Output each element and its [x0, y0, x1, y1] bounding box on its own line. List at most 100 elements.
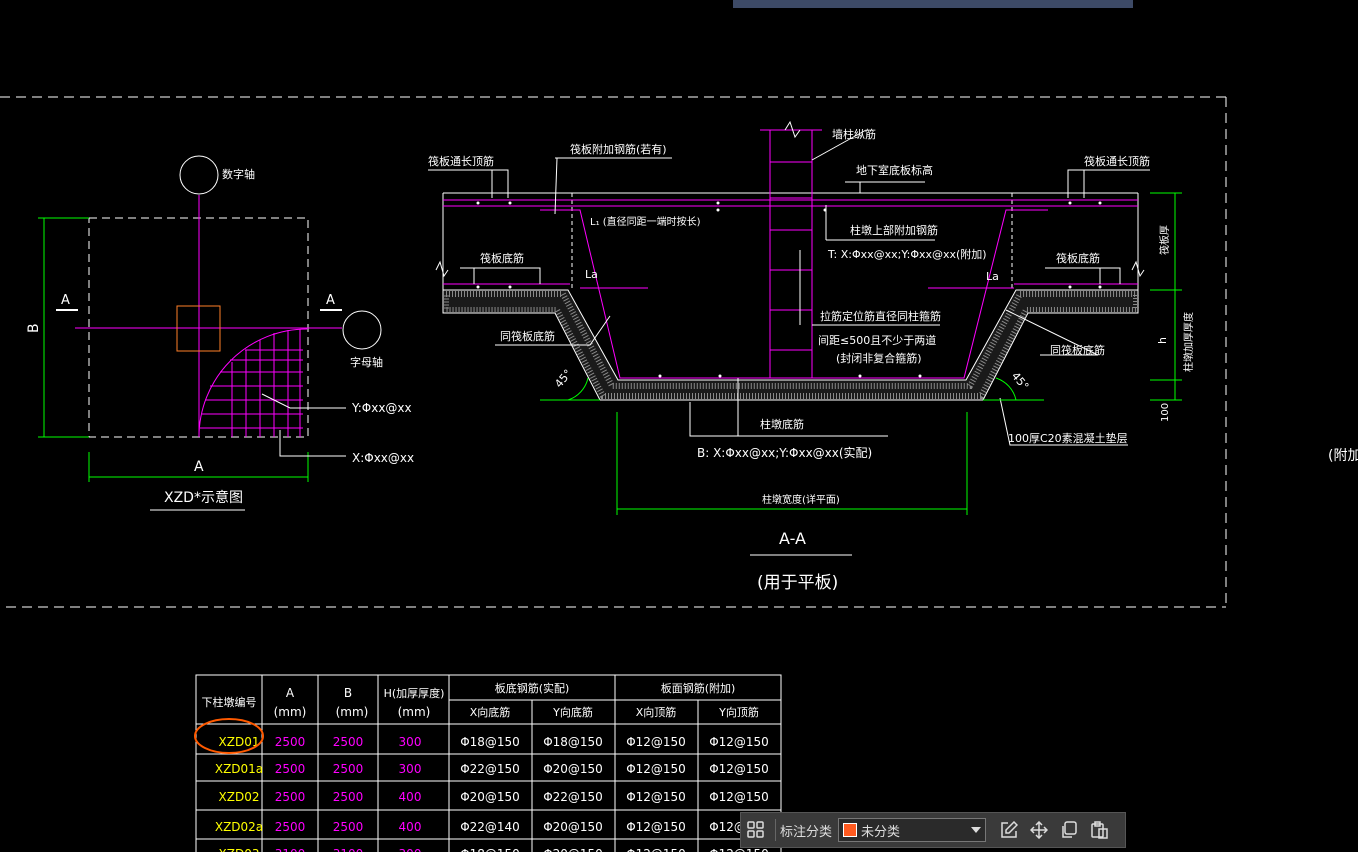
txt-pit-width: 柱墩宽度(详平面): [762, 493, 840, 506]
table-cell-b: 2500: [333, 762, 364, 776]
txt-top-rebar-spec: T: X:Φxx@xx;Y:Φxx@xx(附加): [827, 247, 987, 261]
section-title: A-A: [779, 529, 806, 548]
highlight-circle: [194, 718, 264, 754]
table-cell-yb: Φ18@150: [543, 735, 603, 749]
column-square: [176, 305, 221, 352]
txt-raft-thickness: 筏板厚: [1158, 225, 1171, 255]
classify-label: 标注分类: [780, 824, 833, 840]
hdr-y-bottom: Y向底筋: [552, 705, 593, 719]
table-cell-xt: Φ12@150: [626, 735, 686, 749]
section-mark-right: A: [326, 293, 335, 308]
txt-raft-top-long-right: 筏板通长顶筋: [1084, 154, 1150, 168]
txt-h: h: [1156, 337, 1169, 344]
table-cell-h: 400: [399, 790, 422, 804]
dim-b-label: B: [26, 323, 42, 333]
hdr-b-unit: (mm): [336, 705, 369, 719]
table-cell-a: 2500: [275, 820, 306, 834]
txt-la-note: L₁ (直径同距一端时按长): [590, 215, 701, 228]
classify-select[interactable]: 未分类: [838, 818, 987, 842]
txt-tie-rebar: 拉筋定位筋直径同柱箍筋: [820, 309, 941, 323]
txt-side-note: (附加: [1328, 448, 1358, 464]
table-cell-yb: Φ20@150: [543, 820, 603, 834]
table-cell-h: 400: [399, 820, 422, 834]
txt-la-left: La: [585, 268, 598, 281]
hdr-group-bottom: 板底钢筋(实配): [495, 681, 570, 695]
table-cell-a: 3100: [275, 847, 306, 852]
txt-angle-right: 45°: [1009, 370, 1031, 393]
hdr-x-bottom: X向底筋: [470, 705, 511, 719]
digit-axis-label: 数字轴: [222, 167, 255, 181]
dim-a-label: A: [194, 459, 204, 475]
hdr-a: A: [286, 686, 295, 700]
section-view: 墙柱纵筋 筏板附加钢筋(若有) 筏板通长顶筋 筏板通长顶筋 地下室底板标高 L₁…: [428, 120, 1358, 593]
paste-icon[interactable]: [1084, 815, 1114, 845]
grid-icon[interactable]: [741, 815, 771, 845]
table-cell-yb: Φ22@150: [543, 790, 603, 804]
table-cell-id: XZD03: [219, 847, 260, 852]
txt-tie-spacing: 间距≤500且不少于两道: [818, 333, 936, 347]
txt-pit-top-extra-rebar: 柱墩上部附加钢筋: [850, 223, 938, 237]
txt-bottom-rebar-spec: B: X:Φxx@xx;Y:Φxx@xx(实配): [697, 445, 872, 460]
move-icon[interactable]: [1024, 815, 1054, 845]
txt-cushion: 100厚C20素混凝土垫层: [1008, 431, 1128, 445]
txt-raft-bottom-left: 筏板底筋: [480, 251, 524, 265]
txt-raft-top-long-left: 筏板通长顶筋: [428, 154, 494, 168]
hdr-group-top: 板面钢筋(附加): [661, 681, 736, 695]
hdr-b: B: [344, 686, 352, 700]
table-cell-xt: Φ12@150: [626, 847, 686, 852]
hdr-id: 下柱墩编号: [202, 695, 257, 709]
category-color-swatch: [843, 823, 858, 837]
hdr-a-unit: (mm): [274, 705, 307, 719]
txt-wall-column-rebar: 墙柱纵筋: [832, 127, 876, 141]
txt-tie-note: (封闭非复合箍筋): [836, 351, 922, 365]
table-cell-a: 2500: [275, 762, 306, 776]
table-cell-id: XZD01a: [215, 762, 263, 776]
x-rebar-label: X:Φxx@xx: [352, 451, 414, 465]
txt-raft-bottom-right: 筏板底筋: [1056, 251, 1100, 265]
txt-same-bottom-right: 同筏板底筋: [1050, 343, 1105, 357]
top-bar: [733, 0, 1133, 8]
table-cell-b: 2500: [333, 820, 364, 834]
table-cell-xt: Φ12@150: [626, 820, 686, 834]
txt-basement-floor-elev: 地下室底板标高: [856, 163, 933, 177]
edit-icon[interactable]: [994, 815, 1024, 845]
table-cell-xb: Φ20@150: [460, 790, 520, 804]
table-cell-xb: Φ22@150: [460, 762, 520, 776]
table-cell-yb: Φ20@150: [543, 847, 603, 852]
table-cell-id: XZD02: [219, 790, 260, 804]
table-cell-a: 2500: [275, 735, 306, 749]
digit-axis-bubble: [179, 155, 219, 195]
table-cell-yt: Φ12@150: [709, 735, 769, 749]
table-cell-xb: Φ22@140: [460, 820, 520, 834]
table-cell-b: 2500: [333, 735, 364, 749]
plan-title: XZD*示意图: [164, 489, 243, 506]
table-cell-xt: Φ12@150: [626, 762, 686, 776]
txt-raft-extra-rebar: 筏板附加钢筋(若有): [570, 142, 667, 156]
copy-icon[interactable]: [1054, 815, 1084, 845]
plan-view: 数字轴 字母轴 A A B: [26, 155, 414, 511]
letter-axis-label: 字母轴: [350, 355, 383, 369]
table-cell-xb: Φ18@150: [460, 735, 520, 749]
table-cell-id: XZD01: [219, 735, 260, 749]
txt-thicken: 柱墩加厚厚度: [1182, 312, 1195, 372]
table-cell-b: 2500: [333, 790, 364, 804]
toolbar-separator: [775, 819, 776, 841]
txt-pit-bottom-rebar: 柱墩底筋: [760, 417, 804, 431]
classify-select-value: 未分类: [861, 824, 901, 840]
table-cell-yb: Φ20@150: [543, 762, 603, 776]
table-cell-h: 300: [399, 735, 422, 749]
chevron-down-icon: [971, 827, 982, 833]
schedule-table: 下柱墩编号 A (mm) B (mm) H(加厚厚度) (mm) 板底钢筋(实配…: [194, 674, 782, 852]
table-cell-id: XZD02a: [215, 820, 263, 834]
table-cell-b: 3100: [333, 847, 364, 852]
section-mark-left: A: [61, 293, 70, 308]
table-cell-a: 2500: [275, 790, 306, 804]
section-subtitle: (用于平板): [757, 573, 838, 593]
hdr-x-top: X向顶筋: [636, 705, 677, 719]
hdr-h-unit: (mm): [398, 705, 431, 719]
txt-la-right: La: [986, 270, 999, 283]
txt-dim-100: 100: [1160, 403, 1171, 422]
table-cell-xb: Φ18@150: [460, 847, 520, 852]
annotation-toolbar: 标注分类 未分类: [740, 812, 1126, 848]
